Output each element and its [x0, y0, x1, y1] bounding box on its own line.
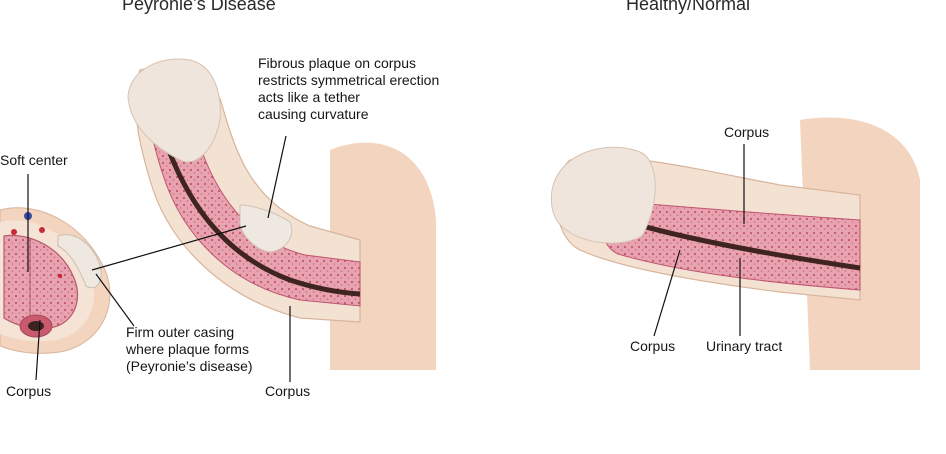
label-urinary-tract: Urinary tract — [706, 338, 783, 354]
label-corpus-healthy-top: Corpus — [724, 124, 770, 140]
label-firm-casing-line-1: Firm outer casing — [126, 324, 235, 340]
cross-section — [0, 207, 111, 354]
label-corpus-cross-section: Corpus — [6, 383, 52, 399]
label-soft-center: Soft center — [0, 152, 68, 168]
pointer-lines — [27, 135, 745, 382]
label-firm-casing-line-2: where plaque forms — [126, 341, 249, 357]
label-fibrous-plaque-line-4: causing curvature — [258, 106, 369, 122]
straight-shaft — [550, 117, 920, 370]
label-fibrous-plaque-line-1: Fibrous plaque on corpus — [258, 55, 416, 71]
label-corpus-healthy-bottom: Corpus — [630, 338, 676, 354]
label-corpus-curved: Corpus — [265, 383, 311, 399]
label-fibrous-plaque-line-3: acts like a tether — [258, 89, 360, 105]
curved-shaft — [127, 58, 436, 370]
label-fibrous-plaque-line-2: restricts symmetrical erection — [258, 72, 440, 88]
title-peyronies: Peyronie’s Disease — [122, 0, 276, 14]
label-firm-casing: Firm outer casing where plaque forms (Pe… — [126, 324, 253, 375]
title-healthy: Healthy/Normal — [626, 0, 751, 14]
label-firm-casing-line-3: (Peyronie’s disease) — [126, 358, 253, 374]
label-fibrous-plaque: Fibrous plaque on corpus restricts symme… — [258, 55, 439, 123]
